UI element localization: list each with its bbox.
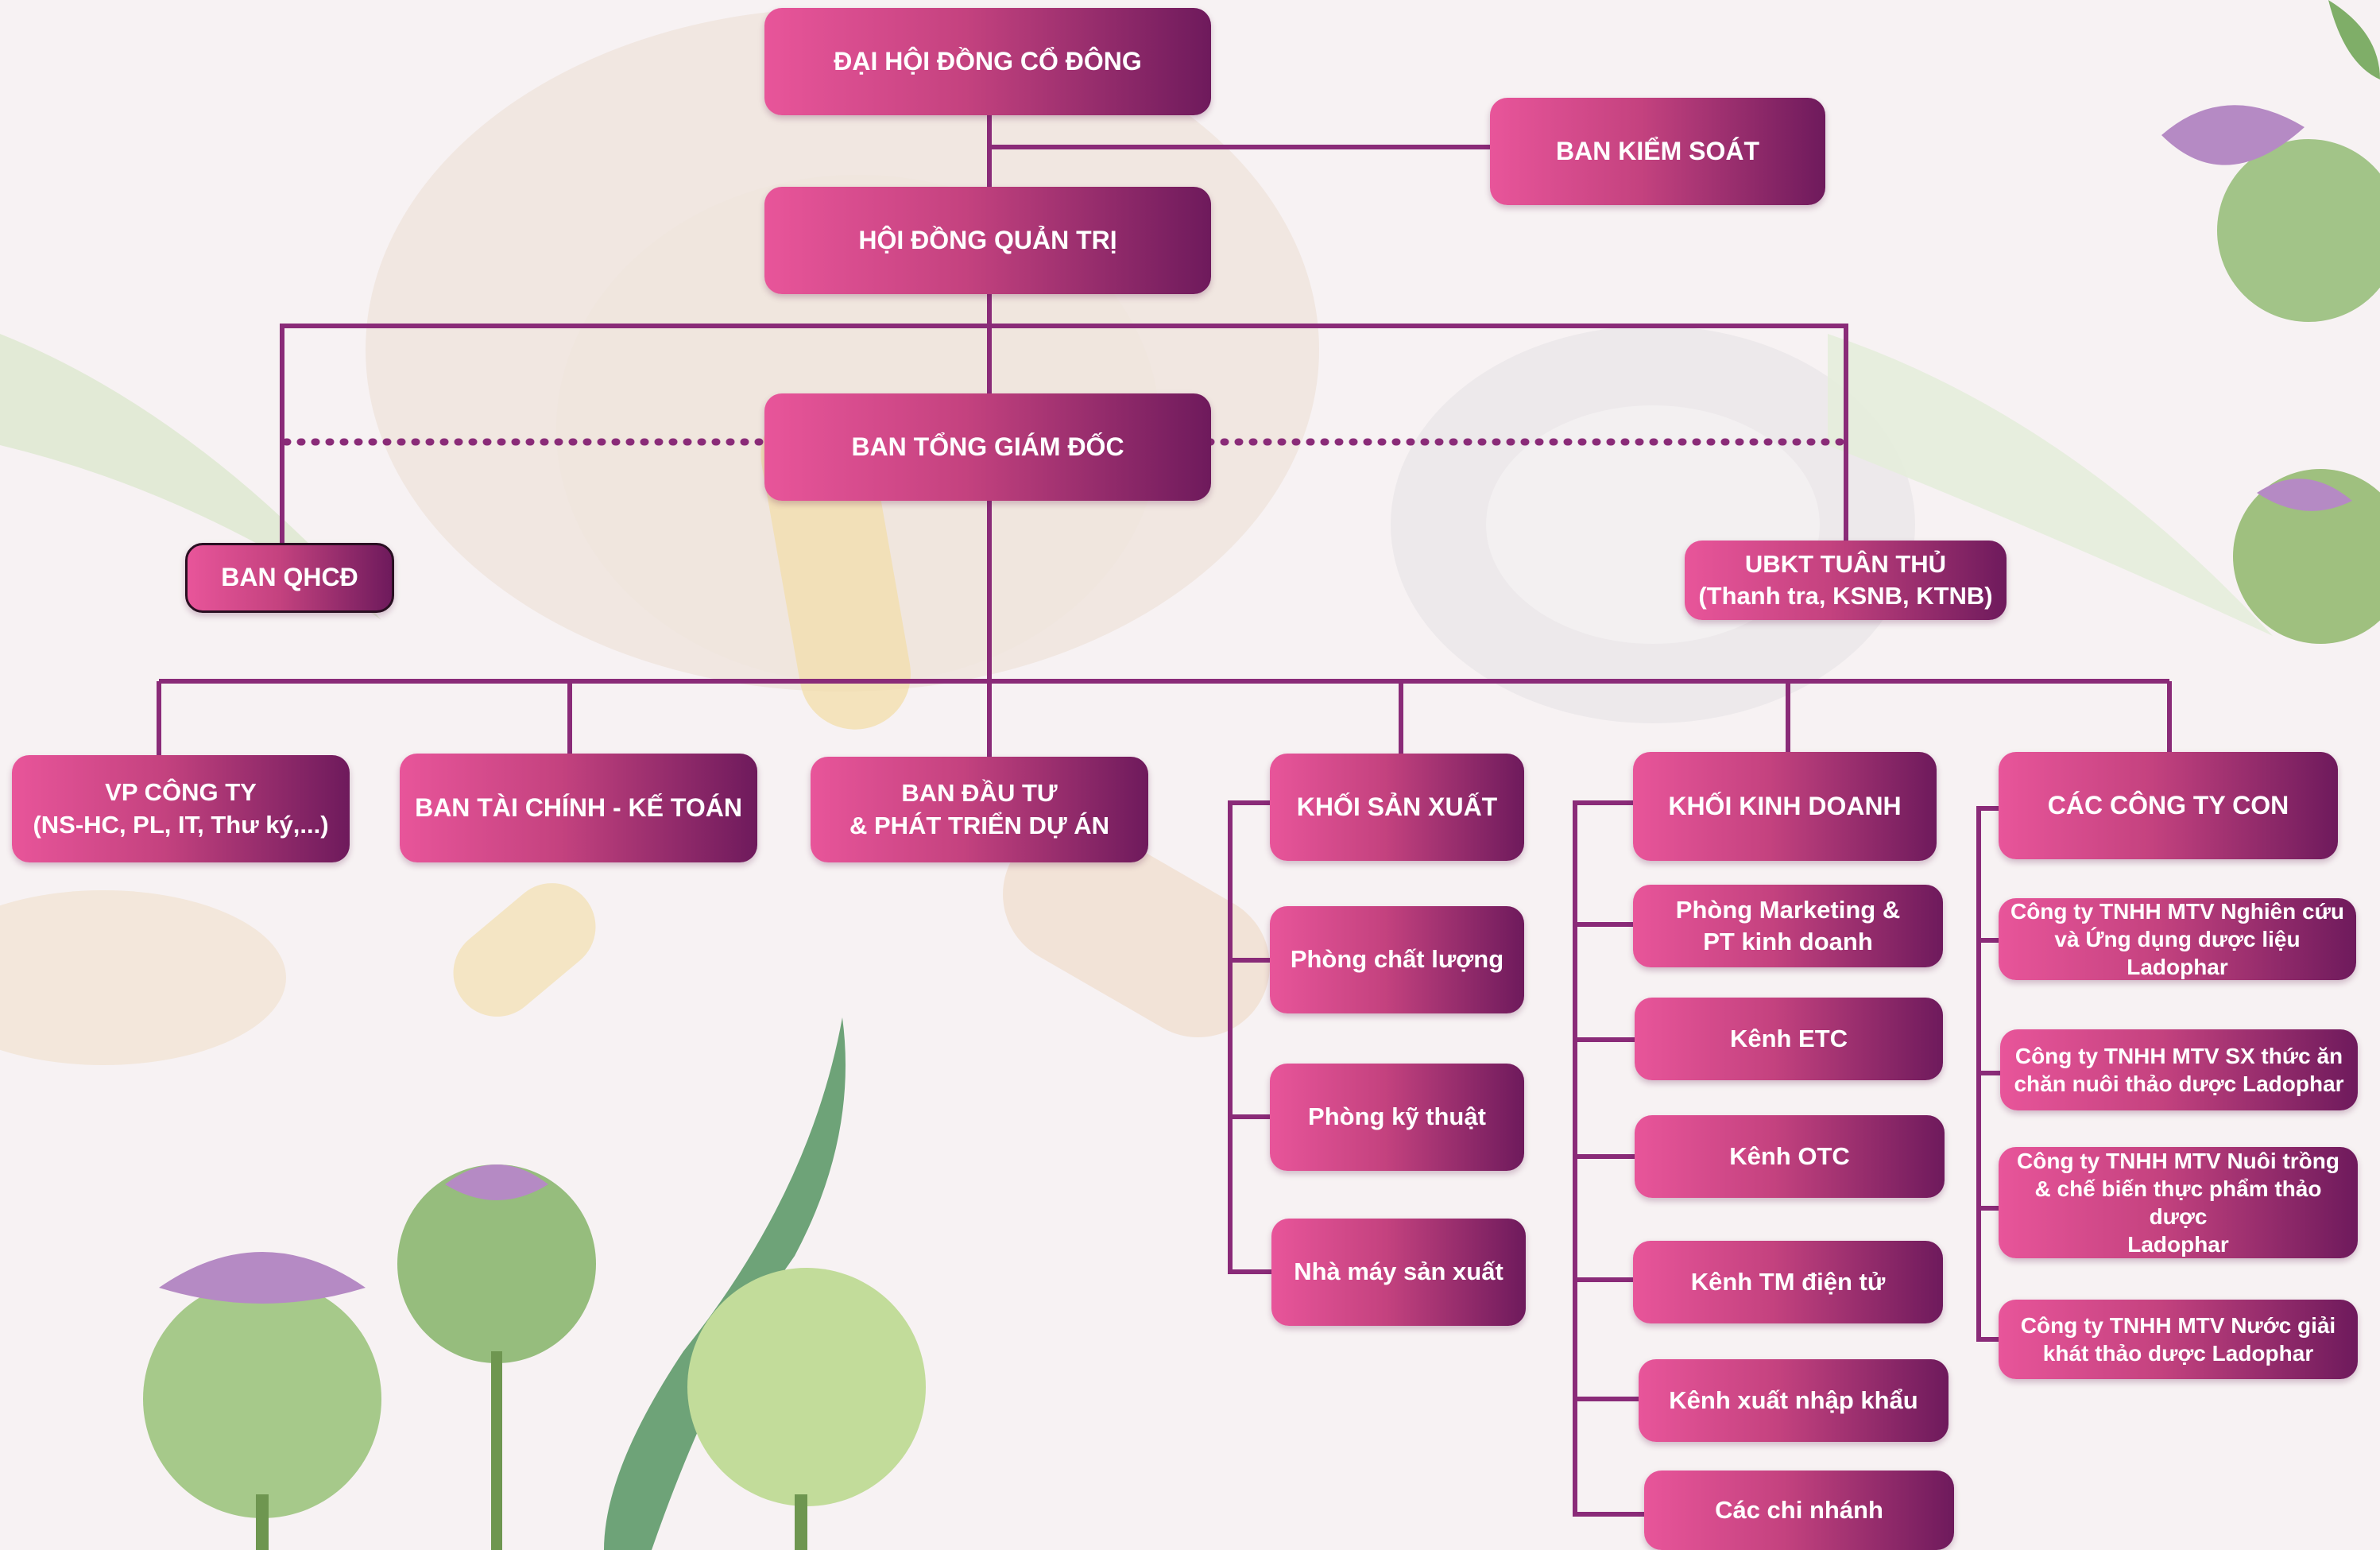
node-label: Phòng kỹ thuật xyxy=(1308,1102,1486,1131)
node-label: BAN KIỂM SOÁT xyxy=(1556,136,1759,165)
node-kenh-tm-dien-tu: Kênh TM điện tử xyxy=(1633,1241,1943,1323)
node-cac-cong-ty-con: CÁC CÔNG TY CON xyxy=(1999,752,2338,859)
artichoke-illustration xyxy=(687,1268,926,1550)
node-label: Công ty TNHH MTV Nuôi trồng xyxy=(2017,1149,2339,1173)
node-khoi-kinh-doanh: KHỐI KINH DOANH xyxy=(1633,752,1937,861)
node-label: Các chi nhánh xyxy=(1715,1495,1883,1524)
node-cong-ty-nghien-cuu: Công ty TNHH MTV Nghiên cứu và Ứng dụng … xyxy=(1999,898,2356,980)
capsule-shape xyxy=(453,883,596,1017)
node-label: (NS-HC, PL, IT, Thư ký,...) xyxy=(33,810,329,839)
capsule-shape xyxy=(1003,823,1270,1037)
leaf-illustration xyxy=(2328,0,2380,79)
node-label: Kênh OTC xyxy=(1729,1141,1850,1170)
leaf-illustration xyxy=(604,1017,846,1550)
node-kenh-otc: Kênh OTC xyxy=(1635,1115,1945,1198)
node-khoi-san-xuat: KHỐI SẢN XUẤT xyxy=(1270,754,1524,861)
node-label: Nhà máy sản xuất xyxy=(1294,1257,1503,1286)
node-label: Phòng chất lượng xyxy=(1290,945,1504,974)
node-hoi-dong-quan-tri: HỘI ĐỒNG QUẢN TRỊ xyxy=(764,187,1211,294)
node-ban-tong-giam-doc: BAN TỔNG GIÁM ĐỐC xyxy=(764,393,1211,501)
node-ban-kiem-soat: BAN KIỂM SOÁT xyxy=(1490,98,1825,205)
thistle-illustration xyxy=(143,1252,381,1550)
node-kenh-xuat-nhap-khau: Kênh xuất nhập khẩu xyxy=(1639,1359,1949,1442)
node-kenh-etc: Kênh ETC xyxy=(1635,998,1943,1080)
node-phong-ky-thuat: Phòng kỹ thuật xyxy=(1270,1064,1524,1171)
node-label: CÁC CÔNG TY CON xyxy=(2047,790,2289,820)
node-label: BAN TỔNG GIÁM ĐỐC xyxy=(851,432,1124,461)
node-cong-ty-nuoi-trong: Công ty TNHH MTV Nuôi trồng & chế biến t… xyxy=(1999,1147,2358,1258)
thistle-illustration xyxy=(2161,105,2380,322)
node-label: Công ty TNHH MTV Nghiên cứu xyxy=(2010,899,2345,924)
node-vp-cong-ty: VP CÔNG TY (NS-HC, PL, IT, Thư ký,...) xyxy=(12,755,350,862)
node-label: Công ty TNHH MTV Nước giải xyxy=(2020,1313,2336,1338)
pill-shape xyxy=(0,890,286,1065)
node-cac-chi-nhanh: Các chi nhánh xyxy=(1644,1471,1954,1550)
node-phong-marketing: Phòng Marketing & PT kinh doanh xyxy=(1633,885,1943,967)
thistle-illustration xyxy=(397,1164,596,1550)
node-ban-dau-tu: BAN ĐẦU TƯ & PHÁT TRIỂN DỰ ÁN xyxy=(811,757,1148,862)
node-label: HỘI ĐỒNG QUẢN TRỊ xyxy=(858,225,1117,254)
node-label: chăn nuôi thảo dược Ladophar xyxy=(2014,1071,2344,1096)
node-label: Kênh ETC xyxy=(1729,1024,1848,1052)
node-label: Phòng Marketing & xyxy=(1675,895,1901,924)
node-label: & chế biến thực phẩm thảo dược xyxy=(2034,1176,2322,1229)
node-label: VP CÔNG TY xyxy=(105,778,257,807)
node-label: BAN ĐẦU TƯ xyxy=(901,779,1058,808)
node-label: BAN QHCĐ xyxy=(221,563,358,592)
node-label: Kênh TM điện tử xyxy=(1690,1267,1886,1296)
node-cong-ty-nuoc-giai-khat: Công ty TNHH MTV Nước giải khát thảo dượ… xyxy=(1999,1300,2358,1379)
node-label: khát thảo dược Ladophar xyxy=(2042,1341,2314,1366)
connector xyxy=(1228,800,1271,1274)
connector xyxy=(280,324,1848,544)
node-label: Kênh xuất nhập khẩu xyxy=(1669,1385,1918,1414)
node-label: và Ứng dụng dược liệu Ladophar xyxy=(2054,927,2301,979)
node-label: & PHÁT TRIỂN DỰ ÁN xyxy=(849,811,1110,839)
node-ban-qhcd: BAN QHCĐ xyxy=(185,543,394,613)
node-label: (Thanh tra, KSNB, KTNB) xyxy=(1698,582,1993,610)
node-label: Ladophar xyxy=(2127,1232,2229,1257)
node-ubkt-tuan-thu: UBKT TUÂN THỦ (Thanh tra, KSNB, KTNB) xyxy=(1685,541,2007,620)
node-label: KHỐI SẢN XUẤT xyxy=(1296,792,1498,821)
node-nha-may-san-xuat: Nhà máy sản xuất xyxy=(1271,1219,1526,1326)
node-label: Công ty TNHH MTV SX thức ăn xyxy=(2014,1044,2343,1068)
node-dai-hoi-dong-co-dong: ĐẠI HỘI ĐỒNG CỔ ĐÔNG xyxy=(764,8,1211,115)
node-phong-chat-luong: Phòng chất lượng xyxy=(1270,906,1524,1013)
node-label: BAN TÀI CHÍNH - KẾ TOÁN xyxy=(415,792,742,822)
node-label: KHỐI KINH DOANH xyxy=(1668,791,1902,820)
node-label: ĐẠI HỘI ĐỒNG CỔ ĐÔNG xyxy=(834,46,1142,76)
node-ban-tai-chinh-ke-toan: BAN TÀI CHÍNH - KẾ TOÁN xyxy=(400,754,757,862)
thistle-illustration xyxy=(2233,469,2380,644)
node-cong-ty-thuc-an: Công ty TNHH MTV SX thức ăn chăn nuôi th… xyxy=(2000,1029,2358,1110)
node-label: PT kinh doanh xyxy=(1703,928,1873,955)
node-label: UBKT TUÂN THỦ xyxy=(1744,549,1947,578)
leaf-shape xyxy=(1828,334,2273,636)
